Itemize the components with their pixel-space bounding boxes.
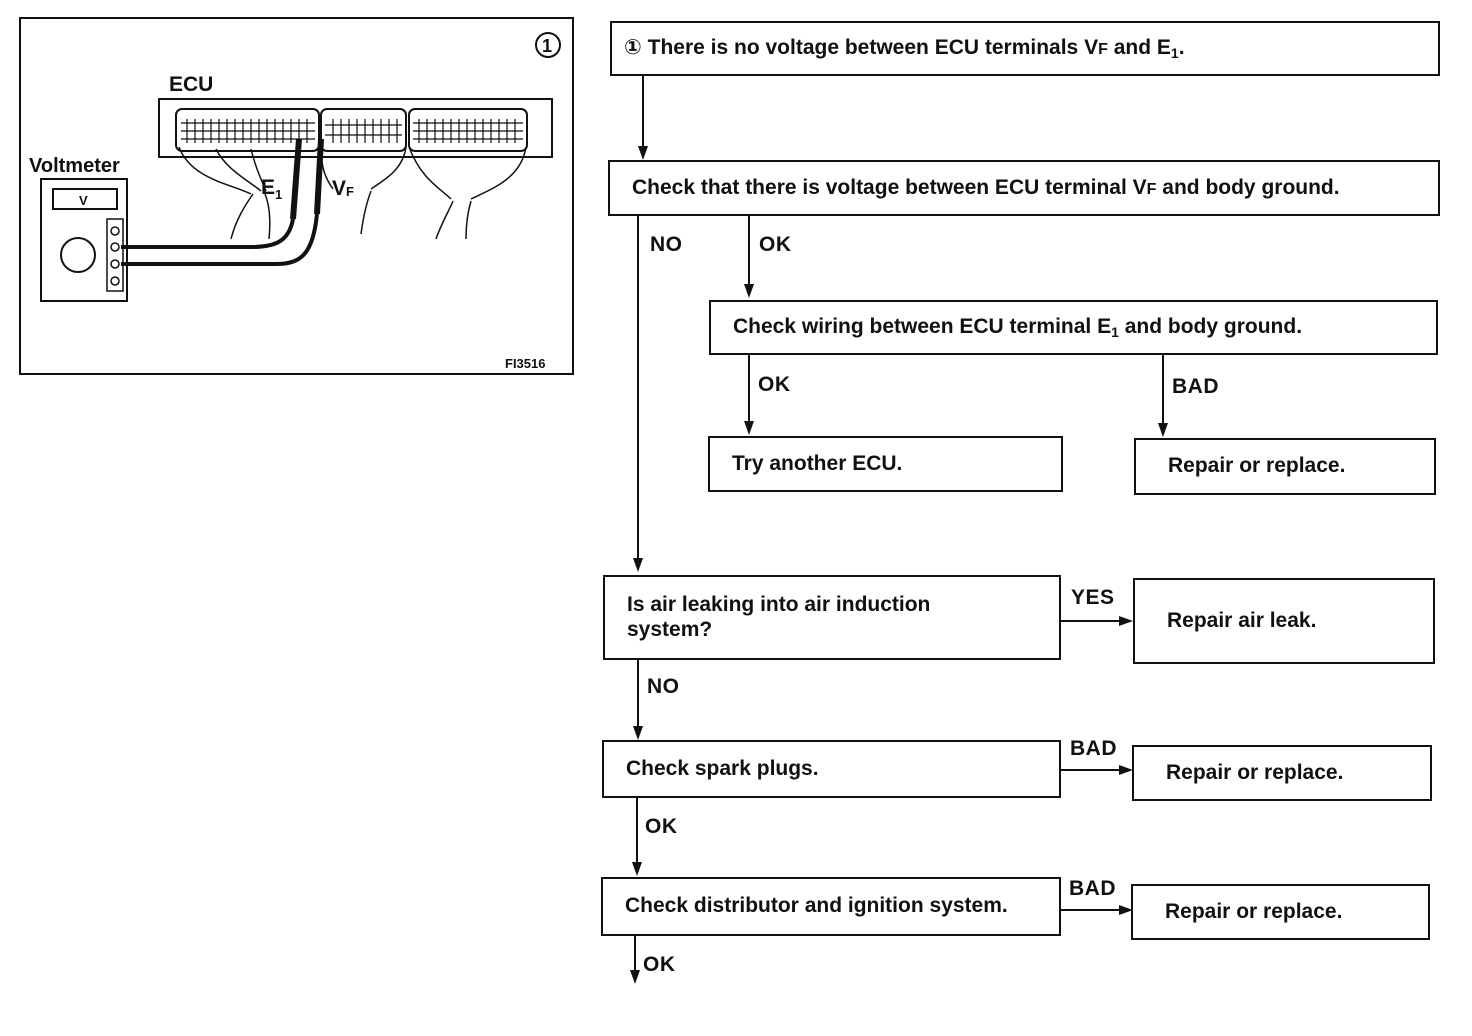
arrow-6-repair xyxy=(1119,905,1133,915)
ecu-voltmeter-illustration: 1 ECU xyxy=(19,17,574,375)
figure-code: FI3516 xyxy=(505,356,545,371)
step3-pre: Check wiring between ECU terminal E xyxy=(733,314,1112,338)
step3-text: Check wiring between ECU terminal E1 and… xyxy=(733,315,1302,340)
vf-terminal-label: VF xyxy=(332,177,354,200)
ecu-terminal-pins xyxy=(181,119,523,143)
voltmeter-display xyxy=(52,188,118,210)
repair3-text: Repair or replace. xyxy=(1165,899,1343,923)
step2-box: Check that there is voltage between ECU … xyxy=(608,160,1440,216)
step5-bad-label: BAD xyxy=(1070,737,1117,760)
step6-bad-label: BAD xyxy=(1069,877,1116,900)
arrow-3-repair xyxy=(1158,423,1168,437)
repair-air-box: Repair air leak. xyxy=(1133,578,1435,664)
connector-6-exit xyxy=(634,936,636,972)
step5-ok-label: OK xyxy=(645,815,678,838)
ecu-connector-middle xyxy=(320,108,407,152)
repair2-box: Repair or replace. xyxy=(1132,745,1432,801)
voltmeter-display-unit: V xyxy=(79,193,88,208)
arrow-6-exit xyxy=(630,970,640,984)
step4-box: Is air leaking into air induction system… xyxy=(603,575,1061,660)
voltmeter-label: Voltmeter xyxy=(29,155,120,177)
e1-subscript: 1 xyxy=(275,187,282,202)
step2-pre: Check that there is voltage between ECU … xyxy=(632,175,1147,199)
ecu-wiring-drawing: 1 ECU xyxy=(29,32,561,371)
connector-5-6 xyxy=(636,798,638,864)
step1-sub1: F xyxy=(1098,40,1108,58)
step3-bad-label: BAD xyxy=(1172,375,1219,398)
step2-ok-label: OK xyxy=(759,233,792,256)
step6-text: Check distributor and ignition system. xyxy=(625,894,1008,918)
step4-no-label: NO xyxy=(647,675,680,698)
probe-leads xyxy=(121,138,324,266)
step4-line2: system? xyxy=(627,617,713,641)
connector-2-4-no xyxy=(637,216,639,560)
step1-pre: There is no voltage between ECU terminal… xyxy=(647,35,1099,59)
arrow-4-air xyxy=(1119,616,1133,626)
wire-harness xyxy=(178,146,527,240)
vf-letter: V xyxy=(332,177,346,200)
voltmeter-dial xyxy=(60,237,96,273)
step5-text: Check spark plugs. xyxy=(626,756,819,780)
repair1-box: Repair or replace. xyxy=(1134,438,1436,495)
step3-ok-label: OK xyxy=(758,373,791,396)
step1-text: ① There is no voltage between ECU termin… xyxy=(624,36,1185,61)
repair1-text: Repair or replace. xyxy=(1168,454,1346,478)
step4-line1: Is air leaking into air induction xyxy=(627,593,931,617)
ecu-housing xyxy=(158,98,553,158)
arrow-3-try xyxy=(744,421,754,435)
connector-4-air xyxy=(1061,620,1121,622)
step3-sub: 1 xyxy=(1111,323,1119,340)
try-ecu-box: Try another ECU. xyxy=(708,436,1063,492)
step1-mid: and E xyxy=(1107,35,1171,59)
vf-subscript: F xyxy=(346,184,354,199)
step1-box: ① There is no voltage between ECU termin… xyxy=(610,21,1440,76)
connector-5-repair xyxy=(1061,769,1121,771)
step2-no-label: NO xyxy=(650,233,683,256)
ecu-connector-left xyxy=(175,108,320,152)
arrow-2-4 xyxy=(633,558,643,572)
connector-3-try xyxy=(748,355,750,423)
repair-air-text: Repair air leak. xyxy=(1167,608,1317,632)
connector-2-3-ok xyxy=(748,216,750,286)
figure-number-digit: 1 xyxy=(542,36,552,56)
e1-letter: E xyxy=(261,176,275,199)
e1-terminal-label: E1 xyxy=(261,176,282,202)
step3-box: Check wiring between ECU terminal E1 and… xyxy=(709,300,1438,355)
step5-box: Check spark plugs. xyxy=(602,740,1061,798)
connector-6-repair xyxy=(1061,909,1121,911)
arrow-4-5 xyxy=(633,726,643,740)
connector-4-5 xyxy=(637,660,639,728)
step2-text: Check that there is voltage between ECU … xyxy=(632,176,1340,200)
arrow-2-3 xyxy=(744,284,754,298)
arrow-1-2 xyxy=(638,146,648,160)
arrow-5-6 xyxy=(632,862,642,876)
voltmeter-jack-panel xyxy=(106,218,124,292)
connector-1-2 xyxy=(642,76,644,148)
connector-3-repair xyxy=(1162,355,1164,425)
repair2-text: Repair or replace. xyxy=(1166,760,1344,784)
step6-ok-label: OK xyxy=(643,953,676,976)
arrow-5-repair xyxy=(1119,765,1133,775)
ecu-connector-right xyxy=(408,108,528,152)
ecu-label: ECU xyxy=(169,73,213,96)
step1-marker: ① xyxy=(624,35,642,59)
try-ecu-text: Try another ECU. xyxy=(732,451,903,475)
voltmeter-body xyxy=(40,178,128,302)
step2-post: and body ground. xyxy=(1156,175,1340,199)
step4-yes-label: YES xyxy=(1071,586,1115,609)
step3-post: and body ground. xyxy=(1118,314,1303,338)
step1-sub2: 1 xyxy=(1170,44,1179,61)
step1-post: . xyxy=(1178,35,1185,59)
repair3-box: Repair or replace. xyxy=(1131,884,1430,940)
step6-box: Check distributor and ignition system. xyxy=(601,877,1061,936)
step2-sub: F xyxy=(1146,180,1157,198)
